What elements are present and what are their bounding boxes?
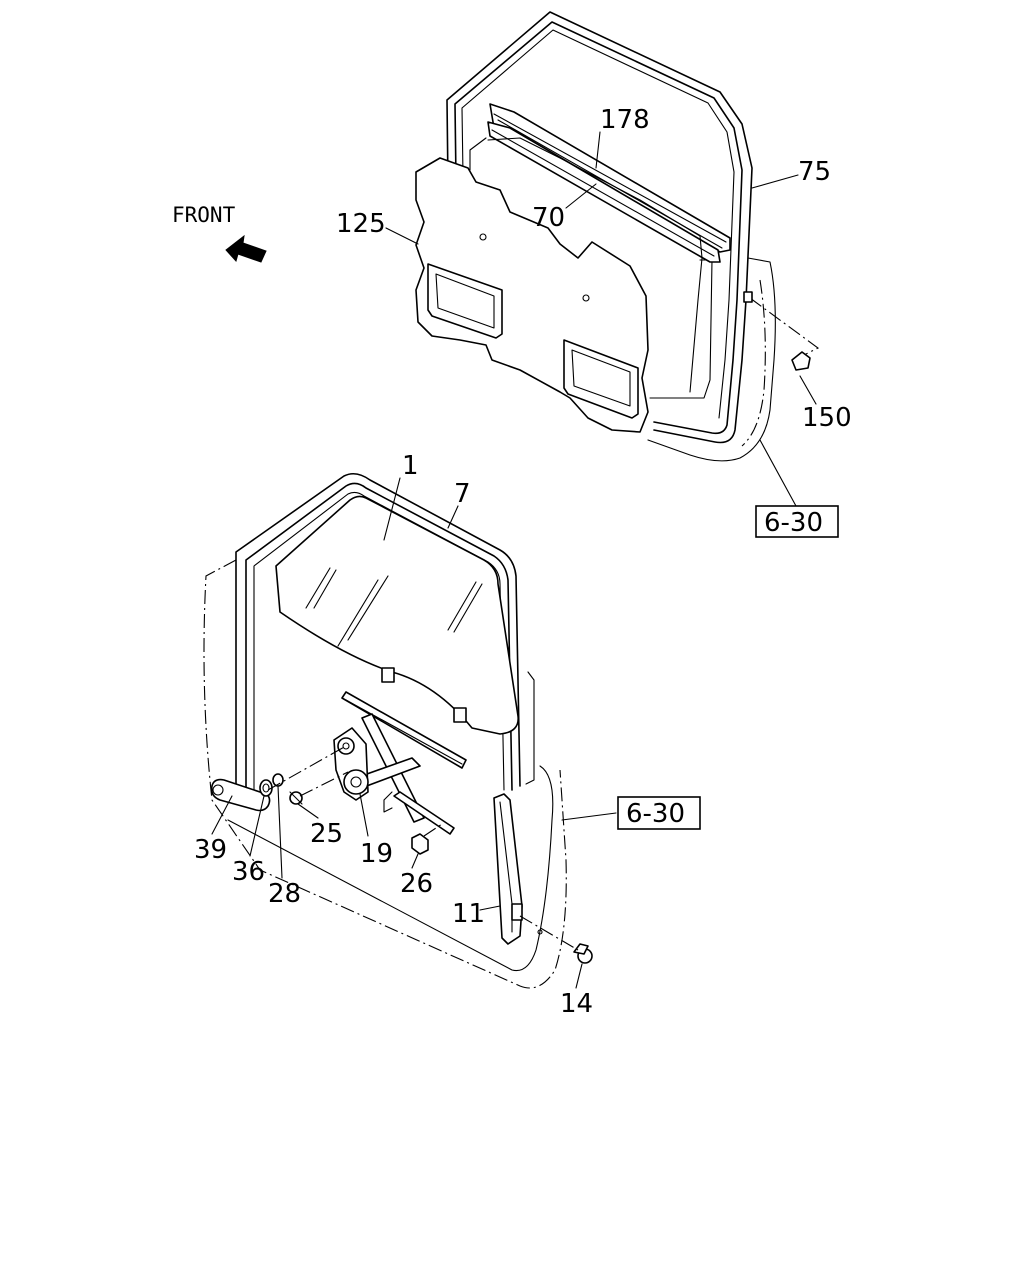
glass-run-channel: [235, 472, 521, 791]
reference-box-lower: 6-30: [617, 796, 701, 830]
glass-clip-right: [453, 707, 467, 723]
lower-door-assembly: [203, 472, 617, 989]
callout-178: 178: [600, 105, 650, 135]
door-frame-weatherstrip-inner2: [461, 29, 735, 419]
clip-150: [791, 351, 811, 371]
cover-cutout-right-inner: [571, 349, 631, 407]
callout-125: 125: [336, 209, 386, 239]
nut-26-dash: [423, 823, 443, 837]
regulator-lower-rail: [393, 791, 455, 835]
callout-19: 19: [360, 839, 393, 869]
belt-molding-inner-detail: [491, 129, 715, 257]
regulator-mount-tab: [383, 791, 393, 813]
nut-26: [411, 833, 429, 855]
clip-150-leader-dash: [749, 297, 820, 357]
frame-bracket: [743, 291, 753, 303]
glass-reflection-lines: [305, 567, 483, 647]
upper-door-assembly: [385, 11, 820, 507]
regulator-pivot-hub: [342, 742, 350, 750]
cover-hole-1: [479, 233, 487, 241]
upper-door-inner-line: [649, 259, 713, 399]
regulator-pivot: [337, 737, 355, 755]
bolt-14-dash: [519, 915, 579, 951]
callout-26: 26: [400, 869, 433, 899]
upper-leaders: [385, 131, 817, 507]
escutcheon-36: [259, 779, 273, 797]
upper-door-shell: [647, 257, 776, 462]
reference-upper-text: 6-30: [764, 508, 823, 538]
door-frame-weatherstrip: [446, 11, 753, 444]
callout-70: 70: [532, 203, 565, 233]
callout-7: 7: [454, 479, 471, 509]
rear-guide-bracket: [511, 903, 523, 921]
upper-door-shell-dash: [741, 279, 766, 447]
callout-39: 39: [194, 835, 227, 865]
lower-door-shell-inner: [227, 765, 554, 972]
bolt-25-head: [289, 791, 303, 805]
lower-leaders: [211, 477, 617, 989]
escutcheon-36-inner: [262, 783, 270, 793]
bolt-25-dash: [299, 771, 349, 797]
reference-lower-text: 6-30: [626, 799, 685, 829]
front-orientation-indicator: FRONT: [172, 203, 267, 263]
callout-75: 75: [798, 157, 831, 187]
callout-1: 1: [402, 451, 419, 481]
handle-shaft-dash: [267, 745, 347, 791]
cover-cutout-left-inner: [435, 273, 495, 329]
lower-door-shell: [203, 559, 567, 989]
bolt-14-flange: [573, 943, 589, 955]
cover-cutout-right: [563, 339, 639, 419]
bolt-14-hole: [537, 929, 543, 935]
sealing-cover-inner: [487, 137, 703, 393]
callout-11: 11: [452, 899, 485, 929]
door-glass: [275, 495, 519, 735]
callout-28: 28: [268, 879, 301, 909]
regulator-gear: [343, 769, 369, 795]
door-frame-weatherstrip-inner: [454, 21, 743, 435]
regulator-handle-39: [210, 778, 271, 812]
regulator-gear-hub: [350, 776, 362, 788]
handle-knob: [212, 784, 224, 796]
reference-box-upper: 6-30: [755, 505, 839, 538]
cover-hole-2: [582, 294, 590, 302]
sealing-cover-window-top: [469, 137, 487, 171]
callout-14: 14: [560, 989, 593, 1019]
regulator-rail-detail: [345, 699, 463, 765]
glass-run-channel-rear: [525, 671, 535, 785]
callout-150: 150: [802, 403, 852, 433]
callout-36: 36: [232, 857, 265, 887]
front-label: FRONT: [172, 203, 236, 227]
callout-25: 25: [310, 819, 343, 849]
glass-clip-left: [381, 667, 395, 683]
cover-cutout-left: [427, 263, 503, 339]
glass-run-channel-inner2: [253, 491, 505, 791]
glass-run-channel-inner: [245, 482, 513, 793]
front-arrow-icon: [225, 234, 267, 263]
